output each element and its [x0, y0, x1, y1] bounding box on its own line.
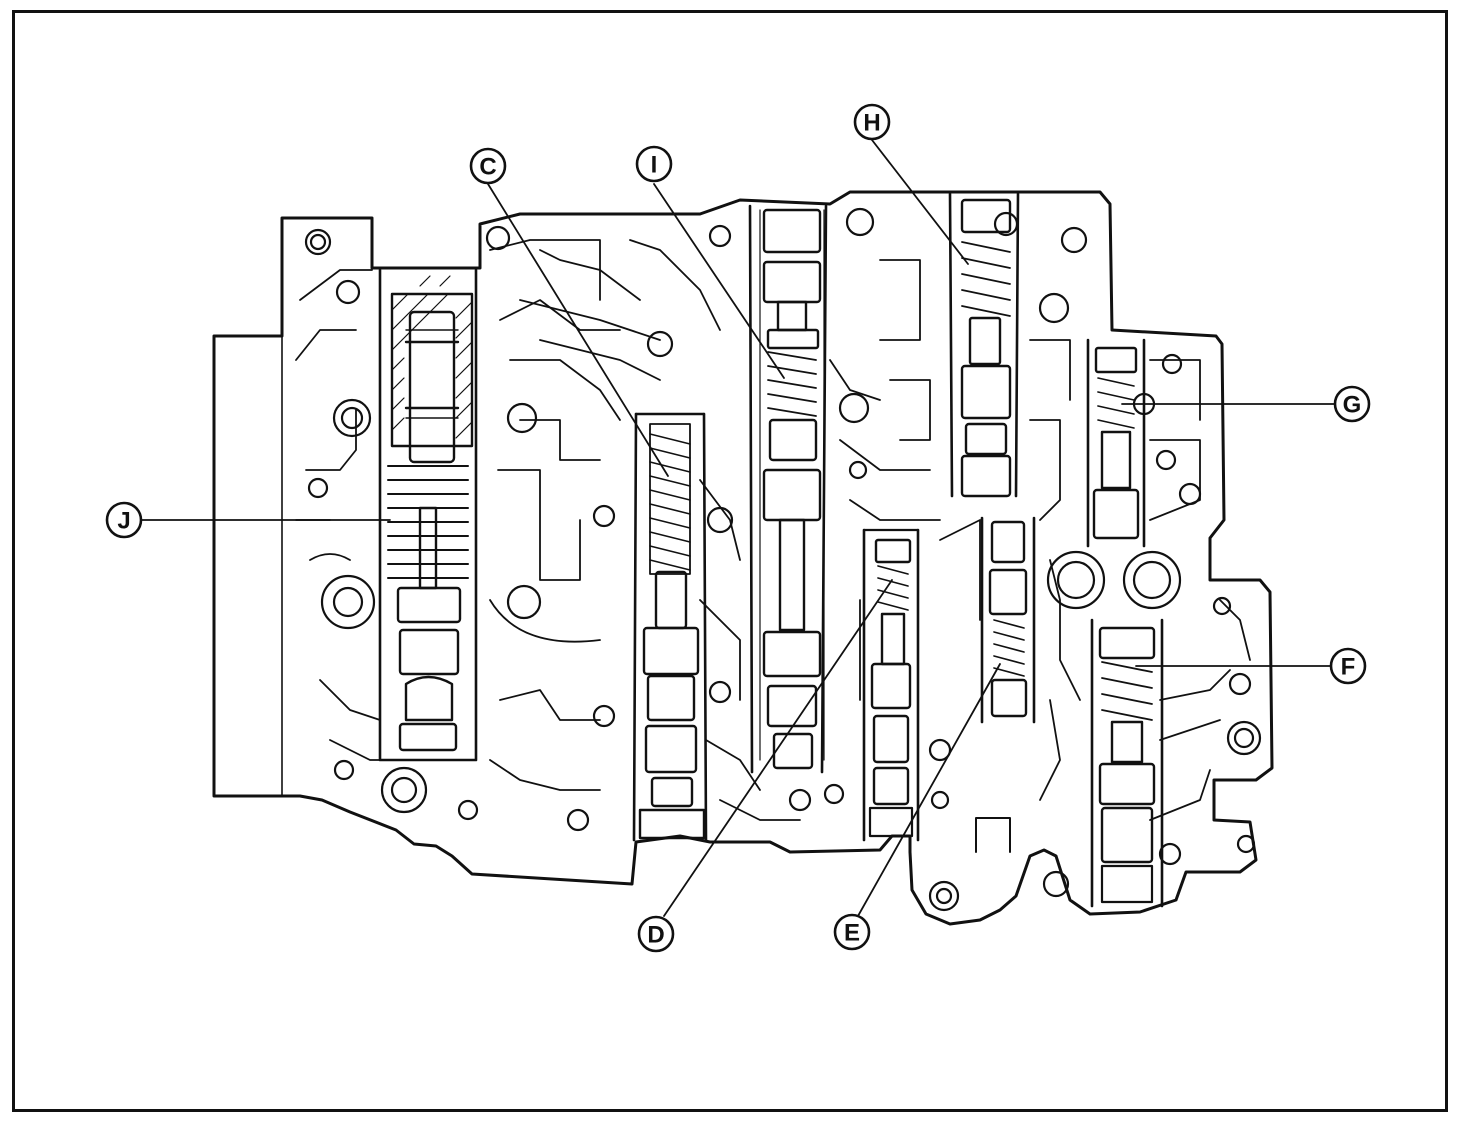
leader-i — [653, 183, 785, 379]
callout-g: G — [1333, 385, 1371, 423]
callout-h: H — [853, 103, 891, 141]
fluid-passages — [295, 239, 1251, 821]
valve-bore-i — [748, 204, 828, 774]
valve-bore-d — [862, 528, 920, 842]
diagram-frame — [12, 10, 1448, 1112]
svg-text:F: F — [1341, 654, 1356, 681]
svg-text:E: E — [844, 920, 860, 947]
valve-bore-c — [632, 412, 708, 842]
svg-text:G: G — [1343, 392, 1362, 419]
svg-text:C: C — [479, 154, 496, 181]
leader-h — [871, 139, 969, 265]
svg-text:I: I — [651, 152, 658, 179]
valve-bore-e — [980, 516, 1036, 724]
svg-text:D: D — [647, 922, 664, 949]
valve-body-outline — [212, 190, 1274, 926]
leader-c — [487, 183, 669, 477]
callout-c: C — [469, 147, 507, 185]
svg-text:H: H — [863, 110, 880, 137]
callout-f: F — [1329, 647, 1367, 685]
callout-d: D — [637, 915, 675, 953]
valve-bore-f — [1090, 618, 1164, 908]
valve-bore-j — [378, 268, 478, 762]
valve-bore-g — [1086, 338, 1146, 548]
valve-bore-h — [948, 192, 1020, 498]
leader-d — [663, 579, 893, 917]
bolt-holes — [304, 207, 1262, 912]
callouts: C I H G J F D E — [105, 103, 1371, 953]
svg-text:J: J — [117, 508, 130, 535]
leader-lines — [139, 139, 1335, 917]
callout-i: I — [635, 145, 673, 183]
callout-j: J — [105, 501, 143, 539]
leader-e — [857, 663, 1001, 917]
callout-e: E — [833, 913, 871, 951]
